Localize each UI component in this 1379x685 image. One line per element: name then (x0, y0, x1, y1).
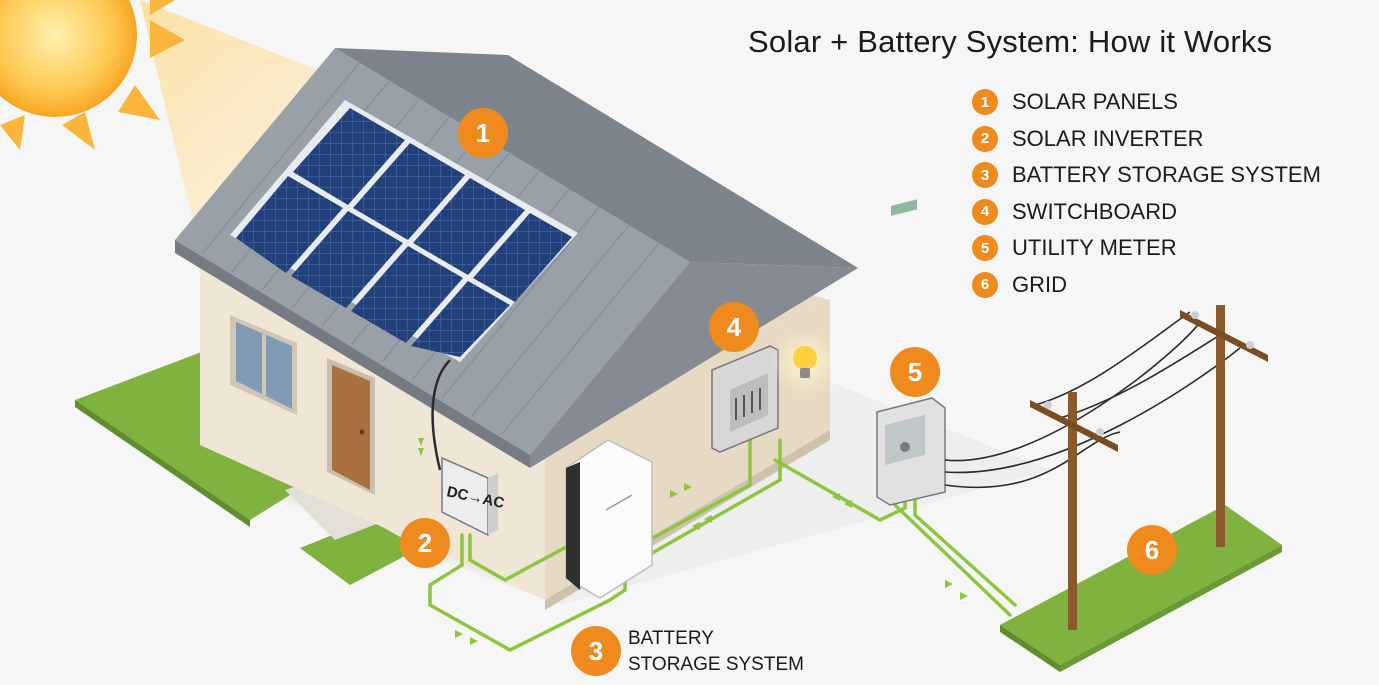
legend-number: 4 (972, 198, 998, 225)
battery-caption-line1: BATTERY (628, 628, 714, 649)
badge-4: 4 (709, 302, 759, 352)
badge-2-number: 2 (418, 528, 432, 558)
house-window (230, 315, 297, 415)
legend-item-solar-inverter: 2 SOLAR INVERTER (972, 121, 1321, 158)
badge-5-number: 5 (908, 357, 922, 387)
legend: 1 SOLAR PANELS 2 SOLAR INVERTER 3 BATTER… (972, 84, 1321, 303)
battery-caption-line2: STORAGE SYSTEM (628, 654, 804, 675)
battery-unit (565, 439, 653, 599)
utility-meter (876, 199, 946, 506)
light-bulb-icon (771, 328, 839, 396)
switchboard (711, 345, 779, 453)
utility-pole-front (1030, 392, 1118, 630)
legend-item-utility-meter: 5 UTILITY METER (972, 230, 1321, 267)
legend-label: UTILITY METER (1012, 235, 1177, 261)
badge-2: 2 (400, 518, 450, 568)
badge-1: 1 (458, 108, 508, 158)
legend-number: 3 (972, 162, 998, 189)
badge-1-number: 1 (476, 118, 490, 148)
house-door (327, 358, 375, 495)
legend-label: SWITCHBOARD (1012, 198, 1177, 224)
legend-number: 5 (972, 235, 998, 262)
legend-item-switchboard: 4 SWITCHBOARD (972, 194, 1321, 231)
legend-item-battery-storage: 3 BATTERY STORAGE SYSTEM (972, 157, 1321, 194)
panel-cable (431, 359, 451, 471)
legend-number: 1 (972, 89, 998, 116)
badge-4-number: 4 (727, 312, 742, 342)
battery-caption: BATTERY STORAGE SYSTEM (628, 626, 804, 678)
flow-arrows (418, 438, 968, 645)
page-title: Solar + Battery System: How it Works (748, 24, 1273, 59)
solar-inverter: DC→AC (441, 456, 506, 537)
badge-3: 3 (571, 626, 621, 676)
legend-label: SOLAR INVERTER (1012, 125, 1204, 151)
legend-label: SOLAR PANELS (1012, 89, 1178, 115)
legend-item-grid: 6 GRID (972, 267, 1321, 304)
utility-pole-back (1180, 305, 1268, 547)
badge-5: 5 (890, 347, 940, 397)
lawn-front (300, 520, 420, 585)
legend-item-solar-panels: 1 SOLAR PANELS (972, 84, 1321, 121)
legend-number: 6 (972, 271, 998, 298)
legend-label: BATTERY STORAGE SYSTEM (1012, 162, 1321, 188)
solar-panel-array (230, 100, 578, 362)
legend-number: 2 (972, 125, 998, 152)
legend-label: GRID (1012, 271, 1067, 297)
badge-6-number: 6 (1145, 535, 1159, 565)
badge-3-number: 3 (589, 636, 603, 666)
badge-6: 6 (1127, 525, 1177, 575)
